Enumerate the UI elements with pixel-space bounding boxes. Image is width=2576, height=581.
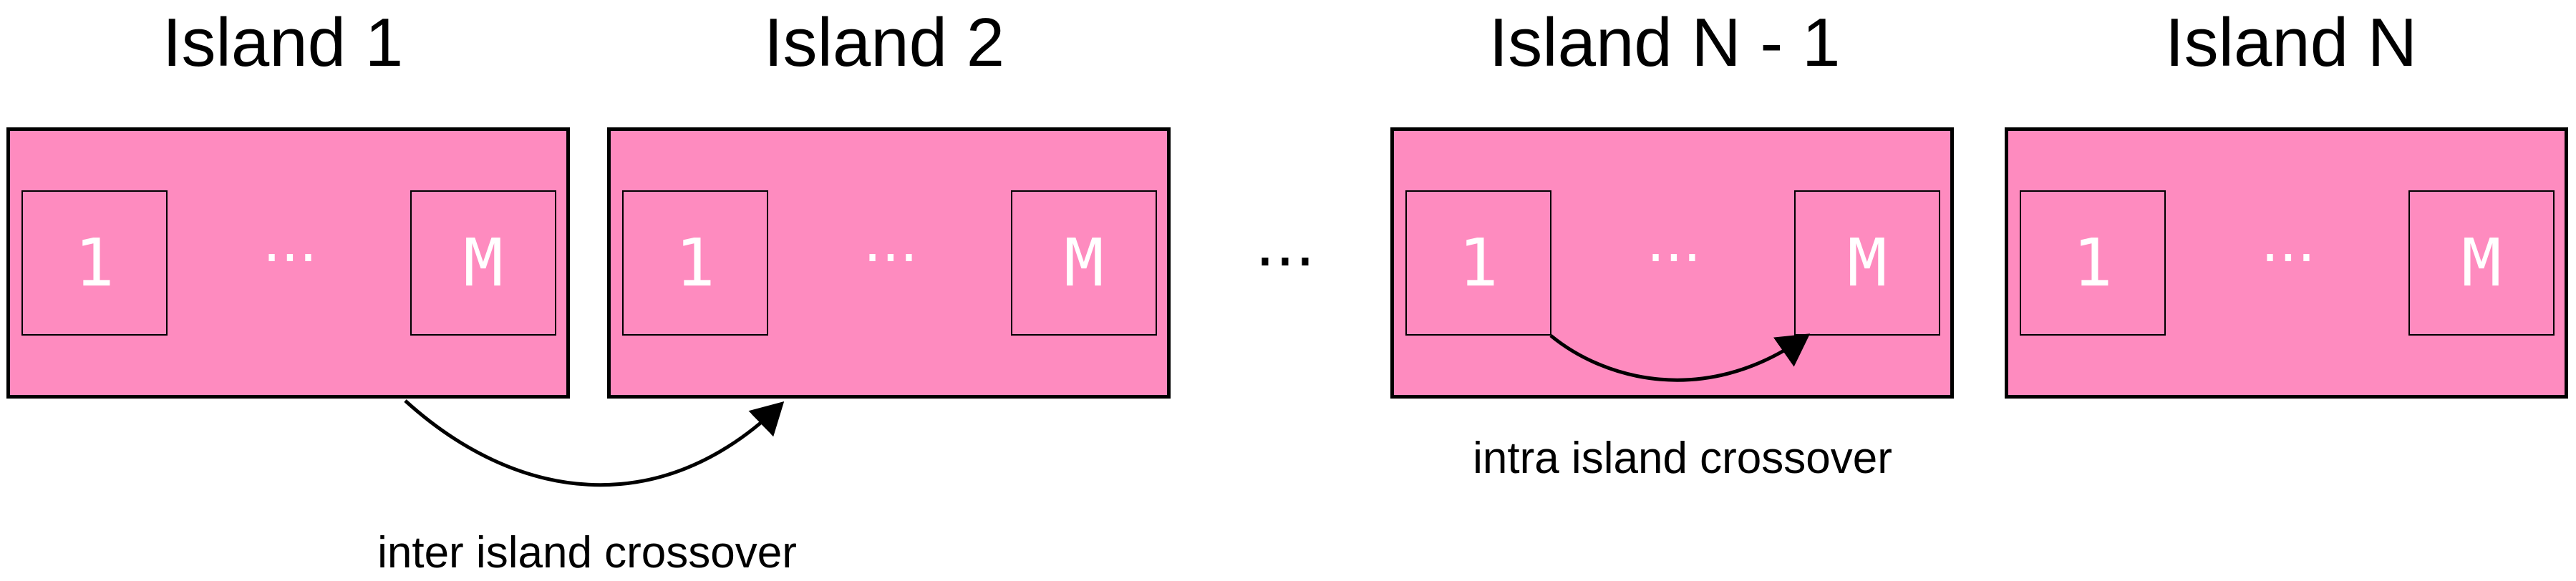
- island-n-minus-1-member-1: 1: [1405, 190, 1551, 336]
- between-islands-ellipsis: ···: [1255, 224, 1315, 298]
- island-1-member-m: M: [410, 190, 556, 336]
- island-1-ellipsis: ···: [262, 224, 318, 291]
- island-2-ellipsis: ···: [863, 224, 919, 291]
- inter-island-crossover-label: inter island crossover: [377, 527, 797, 577]
- island-n-member-m: M: [2408, 190, 2555, 336]
- island-1-box: [6, 127, 570, 399]
- island-2-member-1: 1: [622, 190, 768, 336]
- island-1-title: Island 1: [162, 4, 404, 81]
- island-2-box: [607, 127, 1171, 399]
- island-n-minus-1-member-m: M: [1794, 190, 1940, 336]
- inter-island-crossover-arrow: [404, 399, 785, 487]
- island-2-title: Island 2: [763, 4, 1005, 81]
- island-n-minus-1-box: [1390, 127, 1954, 399]
- island-n-member-1: 1: [2020, 190, 2166, 336]
- island-2-member-m: M: [1011, 190, 1157, 336]
- intra-island-crossover-label: intra island crossover: [1473, 433, 1892, 483]
- island-n-minus-1-ellipsis: ···: [1646, 224, 1702, 291]
- island-n-minus-1-title: Island N - 1: [1488, 4, 1841, 81]
- island-n-box: [2005, 127, 2568, 399]
- intra-island-crossover-arrow: [1549, 333, 1811, 382]
- island-1-member-1: 1: [21, 190, 168, 336]
- island-n-title: Island N: [2164, 4, 2418, 81]
- island-n-ellipsis: ···: [2260, 224, 2316, 291]
